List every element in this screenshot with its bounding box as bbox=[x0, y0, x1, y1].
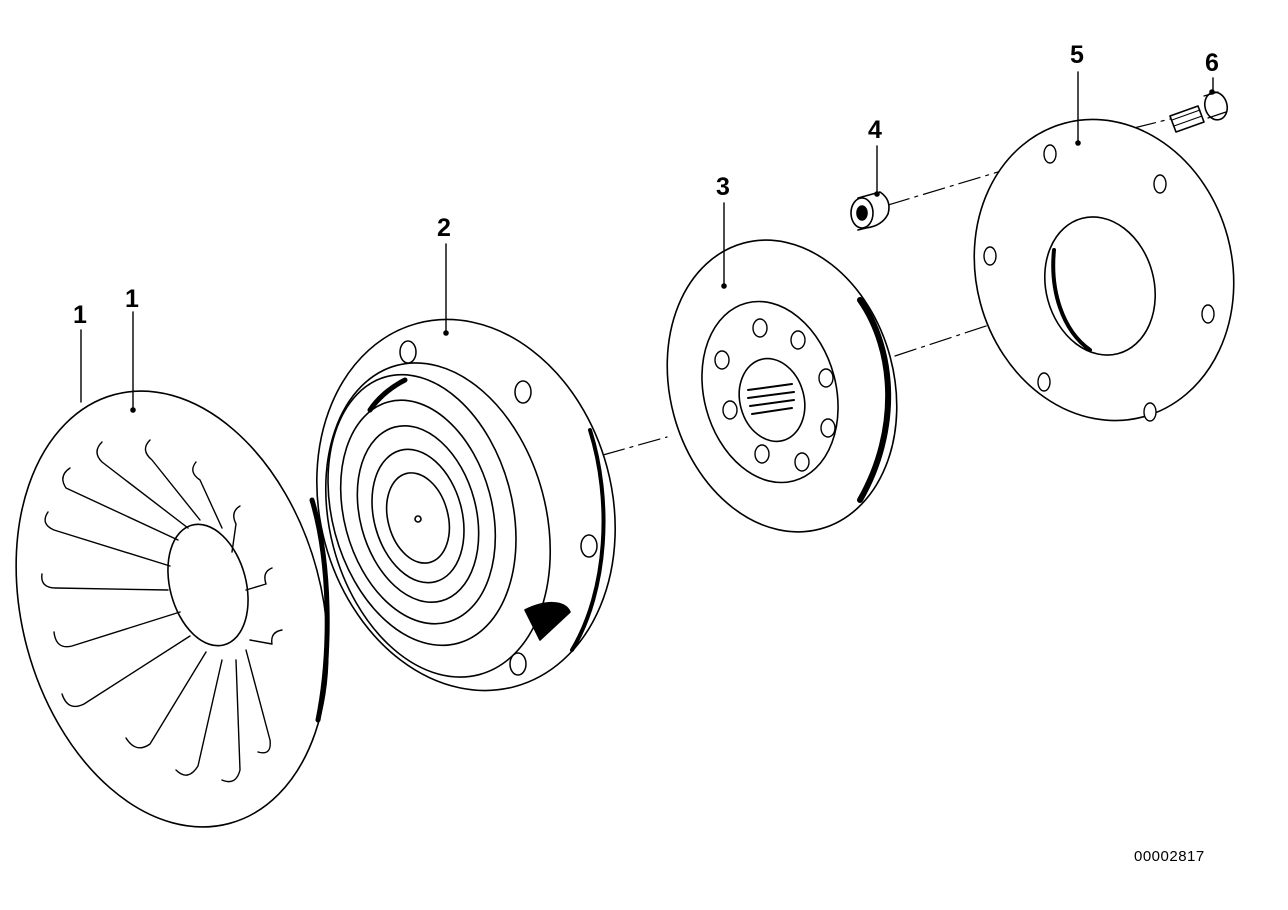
spring-plate-slots bbox=[42, 440, 282, 782]
callout-3: 3 bbox=[716, 173, 730, 201]
callout-5: 5 bbox=[1070, 41, 1084, 69]
hub-rivet-holes bbox=[715, 319, 835, 471]
callout-6: 6 bbox=[1205, 49, 1219, 77]
diagram-reference-number: 00002817 bbox=[1134, 848, 1205, 865]
cover-bolt-holes bbox=[400, 341, 597, 675]
callout-1-left: 1 bbox=[73, 301, 87, 329]
flange-ring-part-5 bbox=[941, 90, 1267, 450]
clutch-disc-part-3 bbox=[636, 214, 929, 558]
callout-2: 2 bbox=[437, 214, 451, 242]
callout-1-right: 1 bbox=[125, 285, 139, 313]
bolt-part-6 bbox=[1170, 90, 1230, 132]
callout-leaders bbox=[81, 72, 1213, 410]
callout-4: 4 bbox=[868, 116, 882, 144]
bushing-part-4 bbox=[851, 192, 889, 230]
pressure-plate-part-2 bbox=[276, 286, 655, 725]
flange-bolt-holes bbox=[984, 145, 1214, 421]
spring-plate-part-1 bbox=[0, 356, 374, 863]
